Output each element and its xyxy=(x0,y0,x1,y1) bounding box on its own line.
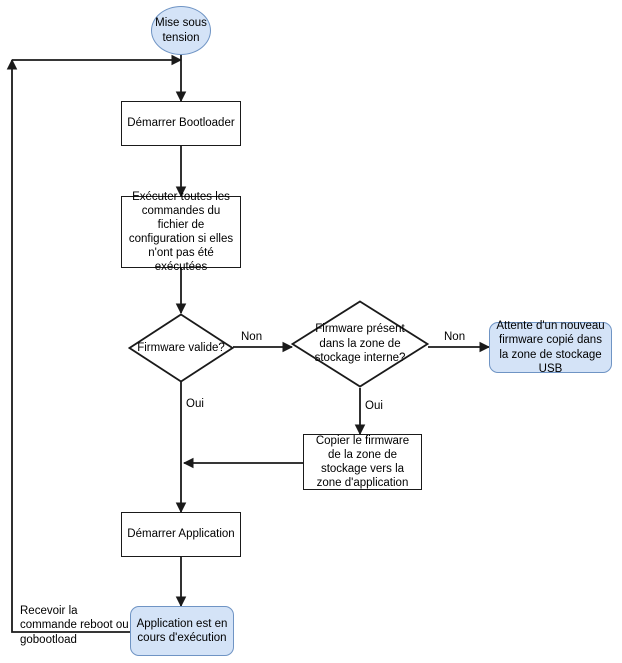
node-firmware-valid-label: Firmware valide? xyxy=(137,341,225,354)
node-copy-firmware-label: Copier le firmware de la zone de stockag… xyxy=(315,434,410,490)
node-copy-firmware[interactable]: Copier le firmware de la zone de stockag… xyxy=(303,434,422,490)
node-wait-new-firmware-label: Attente d'un nouveau firmware copié dans… xyxy=(496,320,605,375)
node-execute-config[interactable]: Exécuter toutes les commandes du fichier… xyxy=(121,191,241,273)
edge-label-storage-no: Non xyxy=(444,331,466,343)
node-application-running-label: Application est en cours d'exécution xyxy=(136,617,228,644)
edge-feedback-loop xyxy=(6,58,130,633)
node-start-application-label: Démarrer Application xyxy=(127,528,235,541)
node-start-bootloader-label: Démarrer Bootloader xyxy=(127,117,235,130)
node-start-application[interactable]: Démarrer Application xyxy=(121,512,241,557)
node-application-running[interactable]: Application est en cours d'exécution xyxy=(130,606,234,656)
node-start[interactable]: Mise sous tension xyxy=(151,6,211,55)
node-firmware-in-internal-storage-label: Firmware présent dans la zone de stockag… xyxy=(314,323,406,365)
node-execute-config-label: Exécuter toutes les commandes du fichier… xyxy=(128,190,234,274)
node-firmware-valid[interactable]: Firmware valide? xyxy=(128,313,234,383)
firmware-valid-diamond-shape xyxy=(128,313,234,383)
edge-label-firmware-valid-yes: Oui xyxy=(186,398,204,410)
edge-label-reboot-command: Recevoir la commande reboot ou gobootloa… xyxy=(20,605,129,646)
node-wait-new-firmware[interactable]: Attente d'un nouveau firmware copié dans… xyxy=(489,320,612,375)
edge-label-firmware-valid-no: Non xyxy=(241,331,263,343)
node-start-bootloader[interactable]: Démarrer Bootloader xyxy=(121,101,241,146)
firmware-storage-diamond-shape xyxy=(291,300,429,388)
node-firmware-in-internal-storage[interactable]: Firmware présent dans la zone de stockag… xyxy=(291,300,429,388)
edge-label-storage-yes: Oui xyxy=(365,400,383,412)
node-start-label: Mise sous tension xyxy=(155,17,207,44)
